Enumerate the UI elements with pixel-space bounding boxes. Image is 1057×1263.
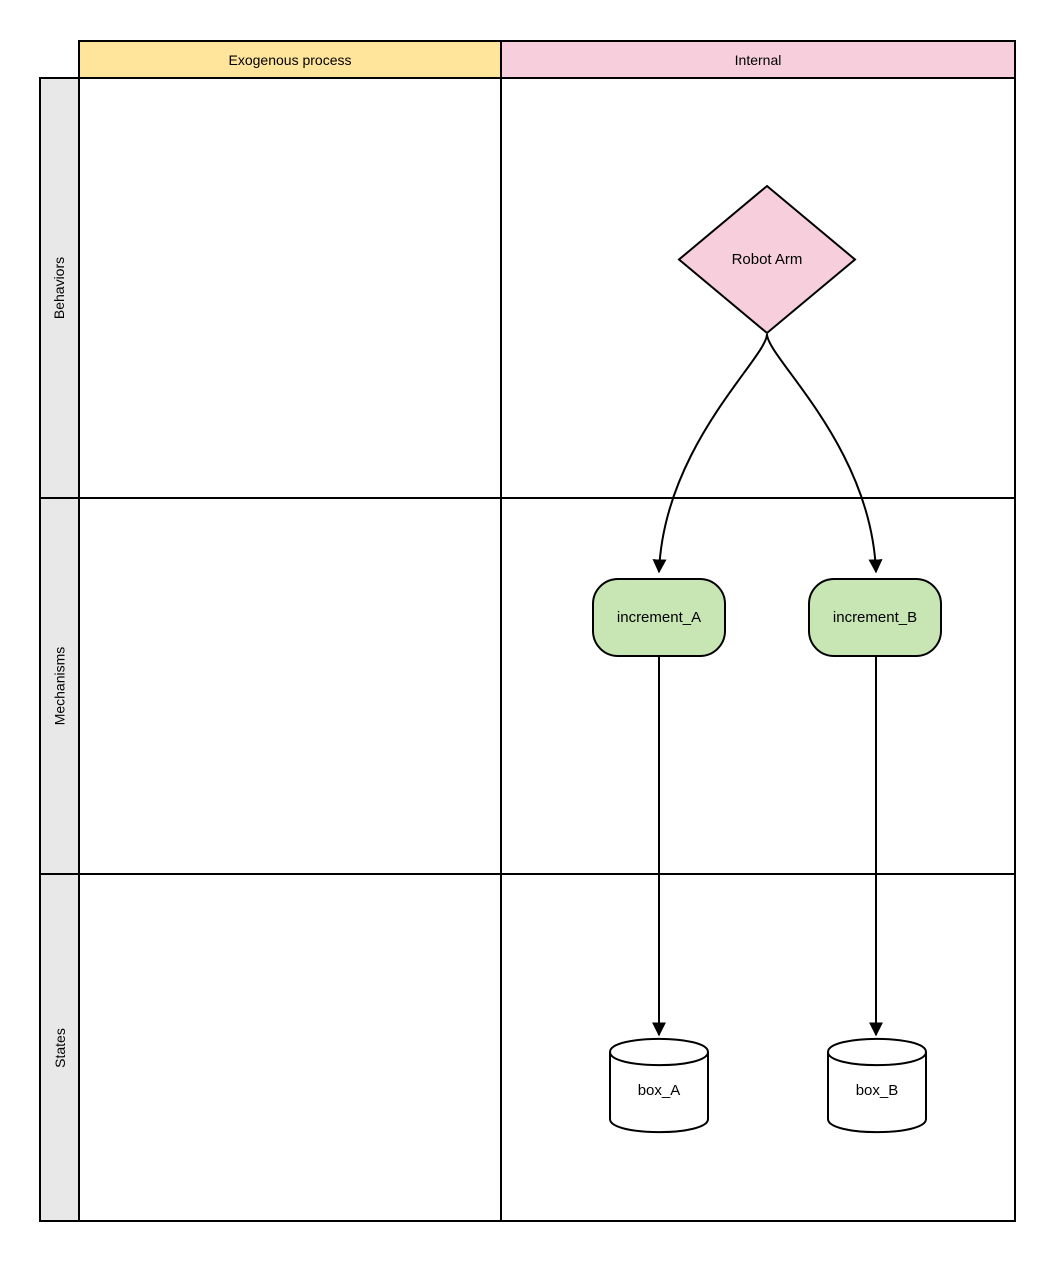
cell-states-exogenous: [78, 873, 502, 1222]
box-b-label: box_B: [855, 1081, 899, 1099]
edge-robot-arm-to-increment-a: [652, 333, 768, 574]
cell-states-internal: [500, 873, 1016, 1222]
increment-a-node[interactable]: increment_A: [592, 578, 726, 657]
edge-robot-arm-to-increment-b: [766, 333, 883, 574]
column-header-internal-label: Internal: [734, 51, 782, 68]
cylinder-shape-box-a: [609, 1037, 709, 1134]
cylinder-lip-box-b: [827, 1051, 927, 1067]
box-b-node[interactable]: box_B: [828, 1060, 926, 1120]
box-a-node[interactable]: box_A: [610, 1060, 708, 1120]
column-header-exogenous-process: Exogenous process: [78, 40, 502, 79]
cylinder-lip-box-a: [609, 1051, 709, 1067]
diamond-shape-robot-arm: [677, 184, 857, 335]
increment-a-label: increment_A: [616, 609, 702, 626]
cell-mechanisms-internal: [500, 497, 1016, 875]
cylinder-shape-box-b: [827, 1037, 927, 1134]
robot-arm-node[interactable]: Robot Arm: [679, 186, 855, 333]
increment-b-node[interactable]: increment_B: [808, 578, 942, 657]
increment-b-label: increment_B: [832, 609, 918, 626]
row-label-behaviors: Behaviors: [39, 77, 80, 499]
row-label-states: States: [39, 873, 80, 1222]
column-header-exogenous-label: Exogenous process: [228, 51, 352, 68]
box-a-label: box_A: [637, 1081, 681, 1099]
row-label-mechanisms: Mechanisms: [39, 497, 80, 875]
cell-behaviors-exogenous: [78, 77, 502, 499]
robot-arm-label: Robot Arm: [731, 251, 803, 268]
column-header-internal: Internal: [500, 40, 1016, 79]
